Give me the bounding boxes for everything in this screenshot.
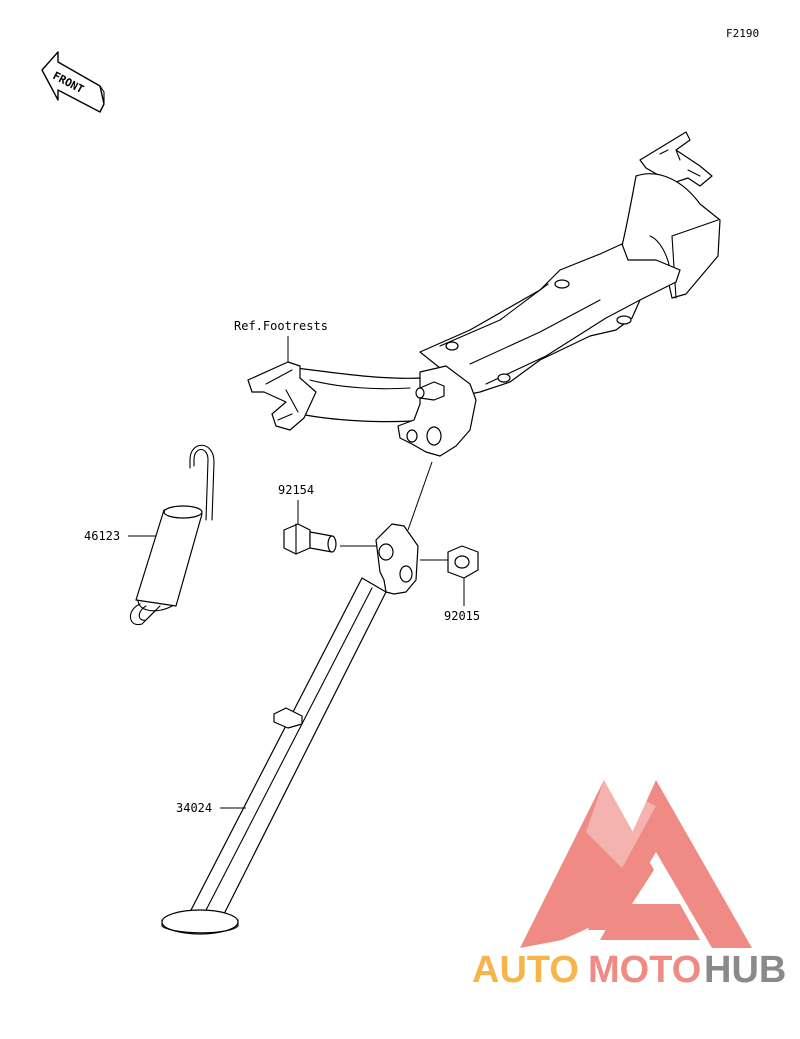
bolt-part bbox=[283, 523, 378, 555]
watermark-text-auto: AUTO bbox=[472, 949, 579, 991]
part-number-nut: 92015 bbox=[444, 609, 480, 623]
part-number-spring: 46123 bbox=[84, 529, 120, 543]
footrest-bracket-frame bbox=[247, 131, 721, 457]
spring-part bbox=[129, 444, 215, 626]
watermark-text-hub: HUB bbox=[704, 949, 786, 991]
automotohub-logo-icon bbox=[520, 780, 752, 948]
watermark-text-moto: MOTO bbox=[588, 949, 701, 991]
diagram-code: F2190 bbox=[726, 27, 759, 40]
reference-label-footrests: Ref.Footrests bbox=[234, 319, 328, 333]
nut-part bbox=[420, 545, 479, 579]
side-stand-part bbox=[161, 523, 419, 935]
part-number-side-stand: 34024 bbox=[176, 801, 212, 815]
assembly-guide-line bbox=[407, 461, 433, 531]
automotohub-watermark: AUTO MOTO HUB bbox=[472, 780, 786, 991]
part-number-bolt: 92154 bbox=[278, 483, 314, 497]
front-direction-arrow-icon: FRONT bbox=[41, 51, 105, 113]
